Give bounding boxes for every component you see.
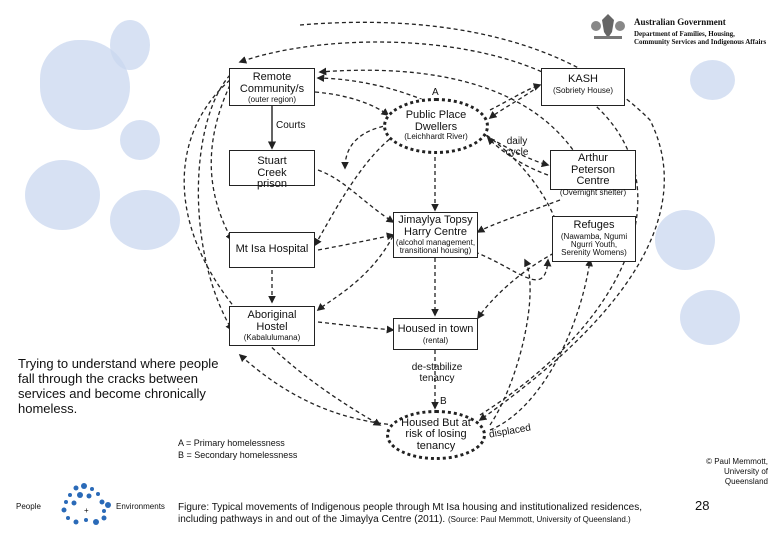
node-subtitle: (Kabalulumana): [243, 333, 301, 343]
node-title: Remote Community/s: [239, 71, 305, 95]
decorative-blob: [655, 210, 715, 270]
legend-b: B = Secondary homelessness: [178, 450, 298, 460]
edge: [317, 169, 395, 223]
node-public-place-dwellers: Public Place Dwellers (Leichhardt River): [383, 98, 489, 154]
logo-text-plus: +: [84, 506, 89, 515]
edge: [317, 232, 395, 251]
node-aboriginal-hostel: Aboriginal Hostel (Kabalulumana): [229, 306, 315, 346]
node-title: Public Place Dwellers: [405, 109, 467, 133]
label-destabilize-tenancy: de-stabilize tenancy: [411, 362, 463, 384]
edge: [317, 321, 395, 334]
edge: [489, 83, 542, 111]
decorative-blob: [690, 60, 735, 100]
label-b: B: [440, 396, 447, 407]
decorative-blob: [680, 290, 740, 345]
label-a: A: [432, 87, 439, 98]
edge: [210, 84, 233, 242]
people-environments-logo: People + Environments: [16, 480, 166, 528]
node-remote-community: Remote Community/s (outer region): [229, 68, 315, 106]
node-jimaylya-centre: Jimaylya Topsy Harry Centre (alcohol man…: [393, 212, 478, 258]
figure-caption-source: (Source: Paul Memmott, University of Que…: [447, 515, 631, 524]
logo-text-people: People: [16, 502, 41, 511]
edge: [197, 74, 233, 332]
edge: [314, 91, 390, 116]
decorative-blob: [120, 120, 160, 160]
decorative-blob: [110, 190, 180, 250]
edge: [238, 41, 639, 416]
node-subtitle: (Overnight shelter): [559, 187, 627, 197]
node-housed-in-town: Housed in town (rental): [393, 318, 478, 350]
node-housed-at-risk: Housed But at risk of losing tenancy: [386, 410, 486, 460]
logo-text-environments: Environments: [116, 502, 165, 511]
node-refuges: Refuges (Nawamba, Ngumi Ngurri Youth, Se…: [552, 216, 636, 262]
node-subtitle: (rental): [422, 335, 449, 345]
node-title: Mt Isa Hospital: [235, 243, 309, 255]
node-title: Aboriginal Hostel: [247, 309, 297, 333]
edge: [489, 258, 532, 426]
gov-department-line2: Community Services and Indigenous Affair…: [634, 38, 767, 46]
node-mt-isa-hospital: Mt Isa Hospital: [229, 232, 315, 268]
gov-crest-icon: [590, 12, 626, 42]
node-title: Housed in town: [397, 323, 474, 335]
node-title: Arthur Peterson Centre: [570, 152, 616, 188]
edge: [486, 136, 549, 176]
node-title: Housed But at risk of losing tenancy: [401, 416, 471, 452]
node-title: Jimaylya Topsy Harry Centre: [398, 214, 473, 238]
label-courts: Courts: [276, 120, 306, 131]
left-caption: Trying to understand where people fall t…: [18, 356, 219, 416]
node-kash: KASH (Sobriety House): [541, 68, 625, 106]
edge: [488, 81, 546, 119]
label-daily-cycle: daily cycle: [505, 136, 529, 158]
edge: [474, 251, 552, 281]
edge: [314, 134, 396, 247]
node-arthur-peterson-centre: Arthur Peterson Centre (Overnight shelte…: [550, 150, 636, 197]
copyright-note: © Paul Memmott, University of Queensland: [706, 457, 768, 486]
node-title: Stuart Creek prison: [257, 155, 287, 191]
edge: [183, 79, 382, 426]
node-subtitle: (Sobriety House): [552, 85, 614, 95]
gov-title: Australian Government: [634, 17, 726, 27]
node-subtitle: (Nawamba, Ngumi Ngurri Youth, Serenity W…: [560, 231, 628, 258]
edge: [489, 258, 593, 431]
figure-caption: Figure: Typical movements of Indigenous …: [178, 502, 678, 526]
node-title: Refuges: [573, 219, 615, 231]
legend-a: A = Primary homelessness: [178, 438, 285, 448]
node-subtitle: (outer region): [247, 95, 297, 105]
decorative-blob: [25, 160, 100, 230]
decorative-blob: [110, 20, 150, 70]
node-subtitle: (alcohol management, transitional housin…: [395, 238, 476, 256]
edge: [238, 353, 396, 426]
edge: [299, 21, 665, 421]
edge: [477, 249, 561, 320]
logo-dots-icon: [61, 483, 111, 525]
node-subtitle: (Leichhardt River): [404, 132, 468, 142]
node-title: KASH: [568, 73, 598, 85]
edge: [341, 124, 391, 170]
gov-department-line1: Department of Families, Housing,: [634, 30, 735, 38]
edge: [316, 235, 394, 311]
node-stuart-creek-prison: Stuart Creek prison: [229, 150, 315, 190]
figure-caption-text: Figure: Typical movements of Indigenous …: [178, 502, 642, 525]
page-number: 28: [695, 498, 710, 513]
